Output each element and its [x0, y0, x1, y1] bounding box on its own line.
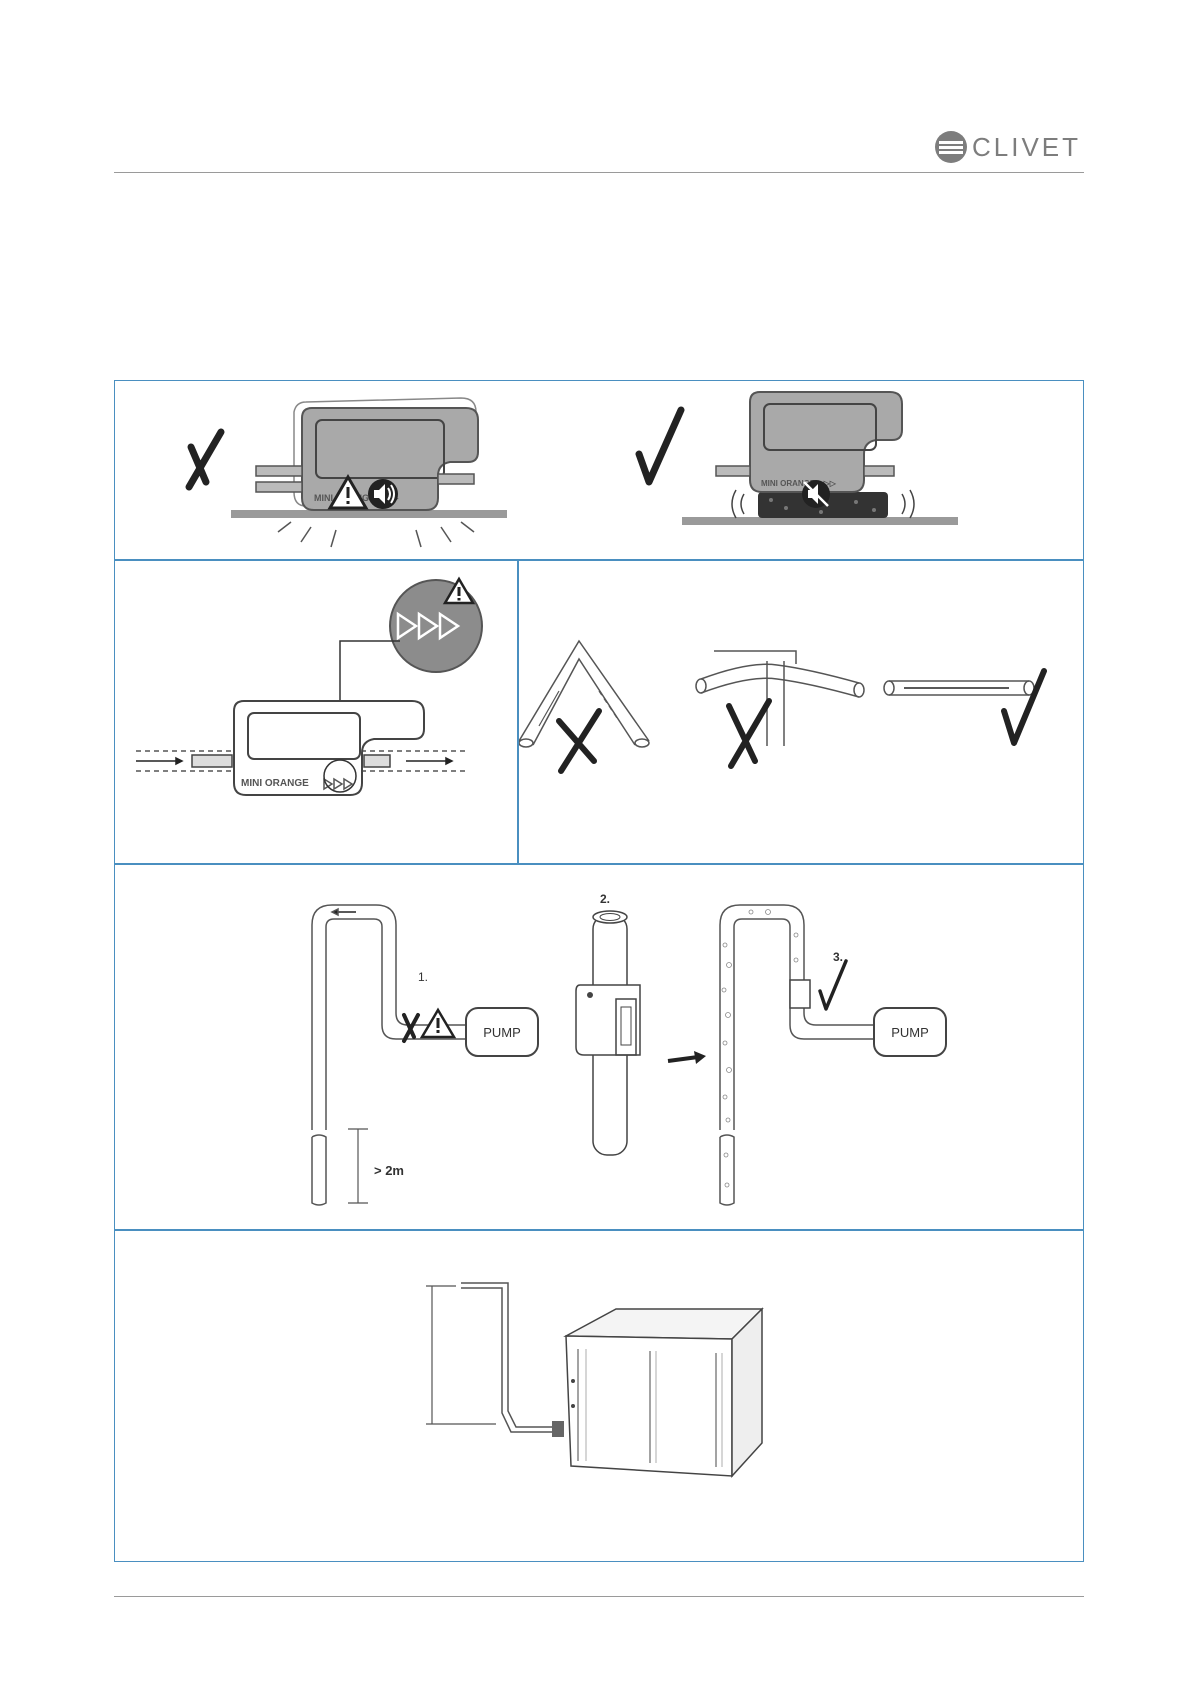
outdoor-unit [552, 1309, 762, 1476]
mini-orange-pump-device-mounted: MINI ORANGE ▷▷▷ [750, 392, 902, 492]
clivet-logo-icon [934, 130, 968, 164]
wrong-cross-icon-1 [559, 711, 599, 771]
flow-out-arrow [406, 758, 452, 764]
step-3-label: 3. [833, 950, 843, 964]
warning-icon-step1 [422, 1010, 454, 1037]
pump-label-left: PUMP [483, 1025, 521, 1040]
height-dimension [348, 1129, 368, 1203]
wrong-cross-icon-2 [729, 701, 769, 766]
panel-vibration-illustration: MINI ORANGE ▷▷▷ MINI ORANGE ▷▷▷ [116, 382, 1082, 559]
air-vent-valve [576, 911, 640, 1155]
wrong-cross-icon-3 [404, 1015, 418, 1041]
flow-in-arrow [136, 758, 182, 764]
correct-check-icon-2 [1004, 671, 1044, 743]
correct-check-icon [639, 410, 681, 482]
drain-height-illustration [116, 1231, 1082, 1560]
device-label-flow: MINI ORANGE [241, 778, 309, 789]
step-2-label: 2. [600, 892, 610, 906]
header-divider [114, 172, 1084, 173]
condensate-drain-pipe [461, 1283, 556, 1432]
pipe-straight-correct [884, 681, 1034, 695]
pump-priming-illustration: PUMP 1. > 2m 2. PUMP 3. [116, 865, 1082, 1229]
step-1-label: 1. [418, 970, 428, 984]
floor-bar [231, 510, 507, 518]
pipe-over-obstacle-wrong [696, 651, 864, 746]
wrong-cross-icon [189, 432, 221, 487]
speaker-muted-icon [802, 480, 830, 508]
next-step-arrow-icon [694, 1051, 706, 1064]
drain-pipe-right [720, 905, 878, 1205]
lift-height-dimension [426, 1286, 496, 1424]
vent-valve-installed [790, 980, 810, 1008]
mini-orange-pump-diagram: MINI ORANGE [234, 701, 424, 795]
footer-divider [114, 1596, 1084, 1597]
drain-pipe-left [312, 905, 470, 1205]
pump-label-right: PUMP [891, 1025, 929, 1040]
height-note: > 2m [374, 1163, 404, 1178]
brand-name: CLIVET [972, 132, 1081, 163]
speaker-loud-icon [368, 479, 398, 509]
flow-direction-illustration: MINI ORANGE [116, 561, 517, 863]
pipe-routing-illustration [519, 561, 1082, 863]
correct-check-icon-3 [820, 961, 846, 1009]
brand-logo: CLIVET [934, 128, 1084, 166]
